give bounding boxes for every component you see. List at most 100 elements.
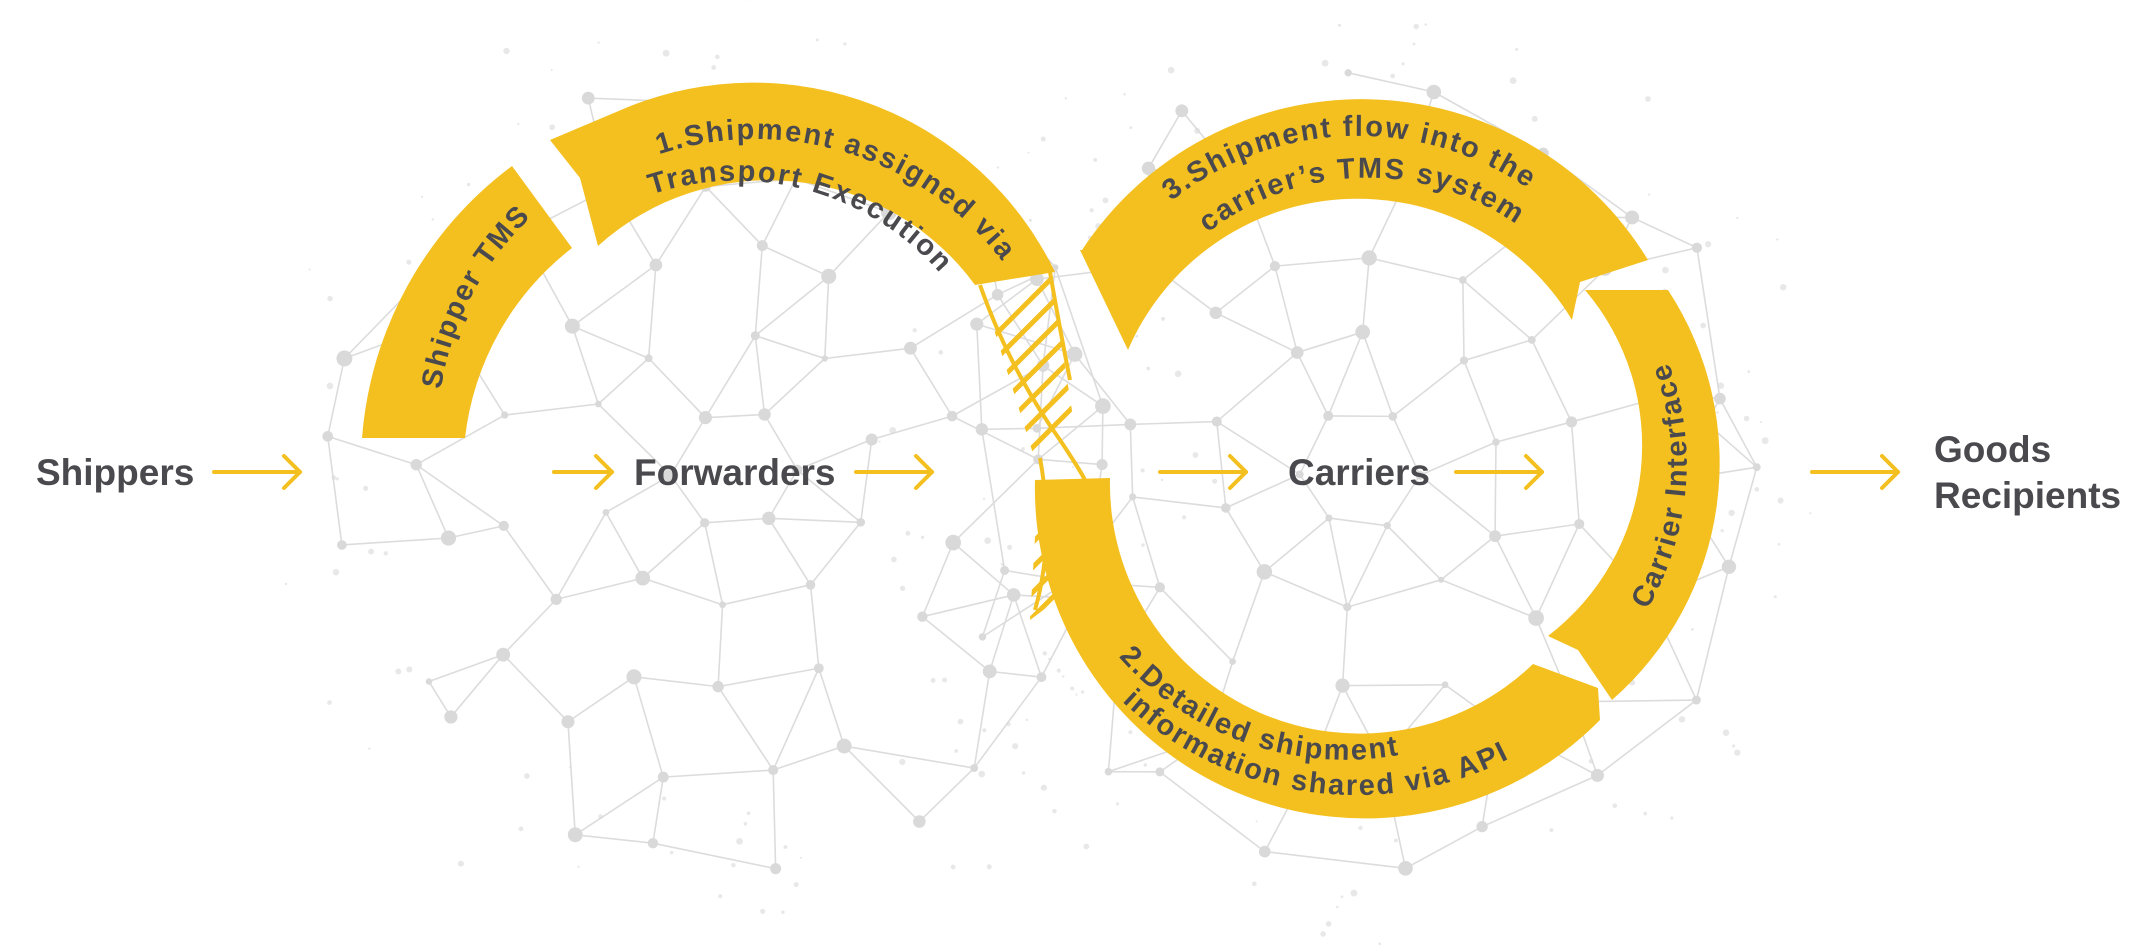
network-dust [746, 811, 751, 816]
band-carrier-interface [1548, 290, 1720, 700]
network-node [982, 664, 997, 679]
network-node [975, 423, 989, 436]
network-link [1132, 496, 1226, 509]
network-dust [1072, 465, 1075, 469]
network-node [635, 570, 651, 586]
network-dust [1167, 66, 1175, 74]
network-dust [308, 268, 311, 271]
network-link [844, 745, 975, 769]
network-dust [1194, 127, 1201, 134]
network-link [1225, 473, 1301, 509]
network-link [809, 521, 862, 586]
network-node [1269, 260, 1281, 272]
network-link [1392, 416, 1421, 476]
network-node [904, 341, 917, 355]
network-link [567, 676, 635, 723]
network-node [498, 520, 509, 531]
network-link [1216, 351, 1298, 423]
network-link [843, 745, 920, 823]
network-dust [503, 47, 510, 55]
network-link [1494, 523, 1580, 537]
node-goods-recipients-line2: Recipients [1934, 475, 2121, 516]
network-node [1141, 161, 1156, 175]
network-link [605, 511, 644, 579]
network-link [1419, 474, 1496, 537]
network-link [859, 439, 873, 523]
network-link [567, 721, 577, 835]
network-dust [1743, 415, 1750, 422]
network-dust [1358, 825, 1363, 831]
network-dust [1734, 749, 1741, 756]
network-dust [938, 350, 944, 355]
network-dust [327, 700, 332, 705]
network-link [989, 670, 1042, 678]
network-link [705, 413, 765, 419]
network-dust [1760, 421, 1763, 424]
network-link [1130, 420, 1217, 426]
network-dust [1062, 675, 1065, 678]
network-link [652, 842, 776, 870]
network-node [1155, 767, 1165, 777]
network-node [770, 863, 782, 875]
network-node [550, 593, 562, 606]
network-link [1386, 525, 1442, 581]
network-node [1355, 324, 1371, 340]
network-dust [891, 556, 897, 563]
network-link [326, 358, 346, 437]
network-dust [1006, 721, 1011, 727]
network-node [1714, 392, 1726, 405]
network-link [428, 681, 452, 718]
network-link [1299, 415, 1329, 475]
network-node [1295, 470, 1304, 479]
network-node [594, 400, 602, 408]
network-node [750, 331, 760, 341]
network-dust [1021, 447, 1025, 451]
network-link [952, 458, 1039, 544]
network-dust [598, 814, 603, 819]
network-dust [1064, 97, 1068, 100]
network-node [813, 663, 824, 674]
network-link [761, 178, 797, 246]
network-link [1225, 507, 1266, 573]
network-dust [889, 426, 897, 434]
network-dust [982, 497, 986, 500]
network-link [981, 570, 1006, 638]
network-dust [524, 773, 530, 779]
network-node [564, 318, 580, 334]
network-link [428, 653, 504, 683]
network-link [824, 347, 911, 360]
network-link [415, 464, 505, 527]
network-dust [1720, 529, 1724, 533]
network-node [1006, 588, 1021, 602]
network-dust [1335, 905, 1339, 909]
network-node [410, 459, 422, 471]
network-dust [1776, 238, 1779, 241]
network-node [1388, 412, 1398, 421]
network-link [669, 474, 706, 524]
network-link [572, 325, 649, 359]
band-step1 [550, 82, 1055, 285]
network-node [1752, 463, 1761, 472]
network-link [772, 667, 820, 771]
network-link [809, 584, 820, 669]
network-dust [1140, 468, 1145, 473]
network-node [1489, 530, 1502, 543]
network-dust [1093, 157, 1098, 162]
network-dust [383, 551, 388, 556]
network-dust [1320, 931, 1326, 937]
network-dust [1135, 334, 1139, 338]
network-node [1691, 242, 1703, 253]
network-link [976, 278, 1038, 325]
network-link [1535, 523, 1580, 619]
network-dust [1325, 920, 1332, 927]
network-link [652, 776, 665, 844]
network-link [768, 517, 812, 586]
network-dust [1777, 542, 1781, 546]
network-link [1038, 458, 1103, 466]
network-dust [332, 568, 340, 576]
arrow-right-icon [552, 454, 614, 490]
network-dust [1027, 151, 1030, 154]
network-node [561, 715, 575, 729]
network-dust [1678, 716, 1686, 723]
network-node [1383, 522, 1391, 530]
